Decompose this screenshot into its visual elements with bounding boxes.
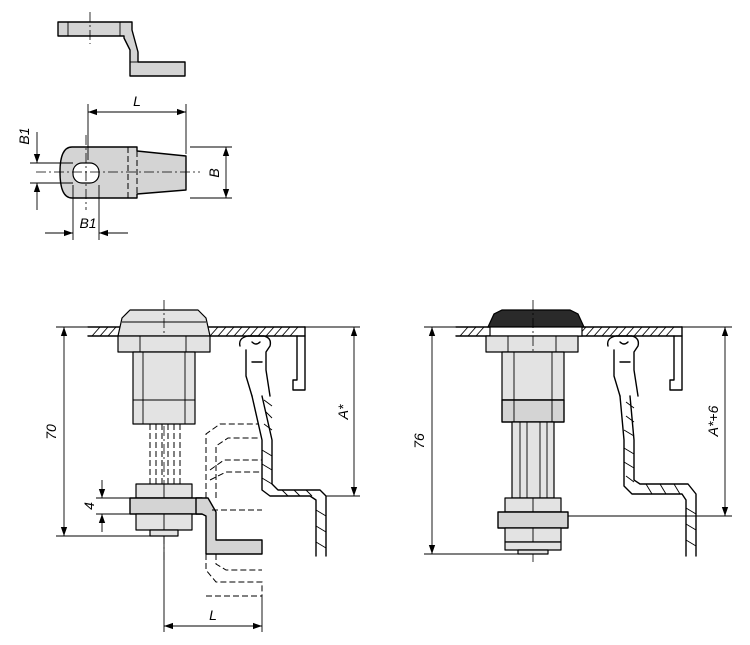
cam-phantom-positions: [205, 423, 263, 597]
left-assembly: 70 4 A* L: [43, 300, 360, 632]
seal-profile-right: [606, 335, 640, 397]
dim-label-70: 70: [43, 424, 59, 440]
panel-hatching-left: [91, 326, 299, 337]
dim-label-L-top: L: [133, 93, 141, 109]
dim-label-A-star-plus-6: A*+6: [705, 405, 721, 437]
cam-tab-plan-view: L B B1 B1: [16, 93, 232, 240]
dim-label-B1-vertical: B1: [16, 127, 32, 144]
dim-label-A-star: A*: [335, 404, 351, 420]
frame-profile-left: [251, 395, 327, 557]
dim-label-B1-horizontal: B1: [79, 215, 96, 231]
dim-label-76: 76: [411, 433, 427, 449]
frame-profile-right: [619, 395, 697, 557]
dim-label-B: B: [206, 168, 222, 177]
right-assembly: 76 A*+6: [411, 300, 732, 562]
dim-label-4: 4: [81, 502, 97, 510]
lock-head-right: [487, 309, 585, 328]
dim-label-L-bottom: L: [209, 607, 217, 623]
seal-profile-left: [238, 335, 272, 397]
cam-tab-side-view: [57, 12, 186, 77]
shaft-dashed: [149, 424, 181, 484]
